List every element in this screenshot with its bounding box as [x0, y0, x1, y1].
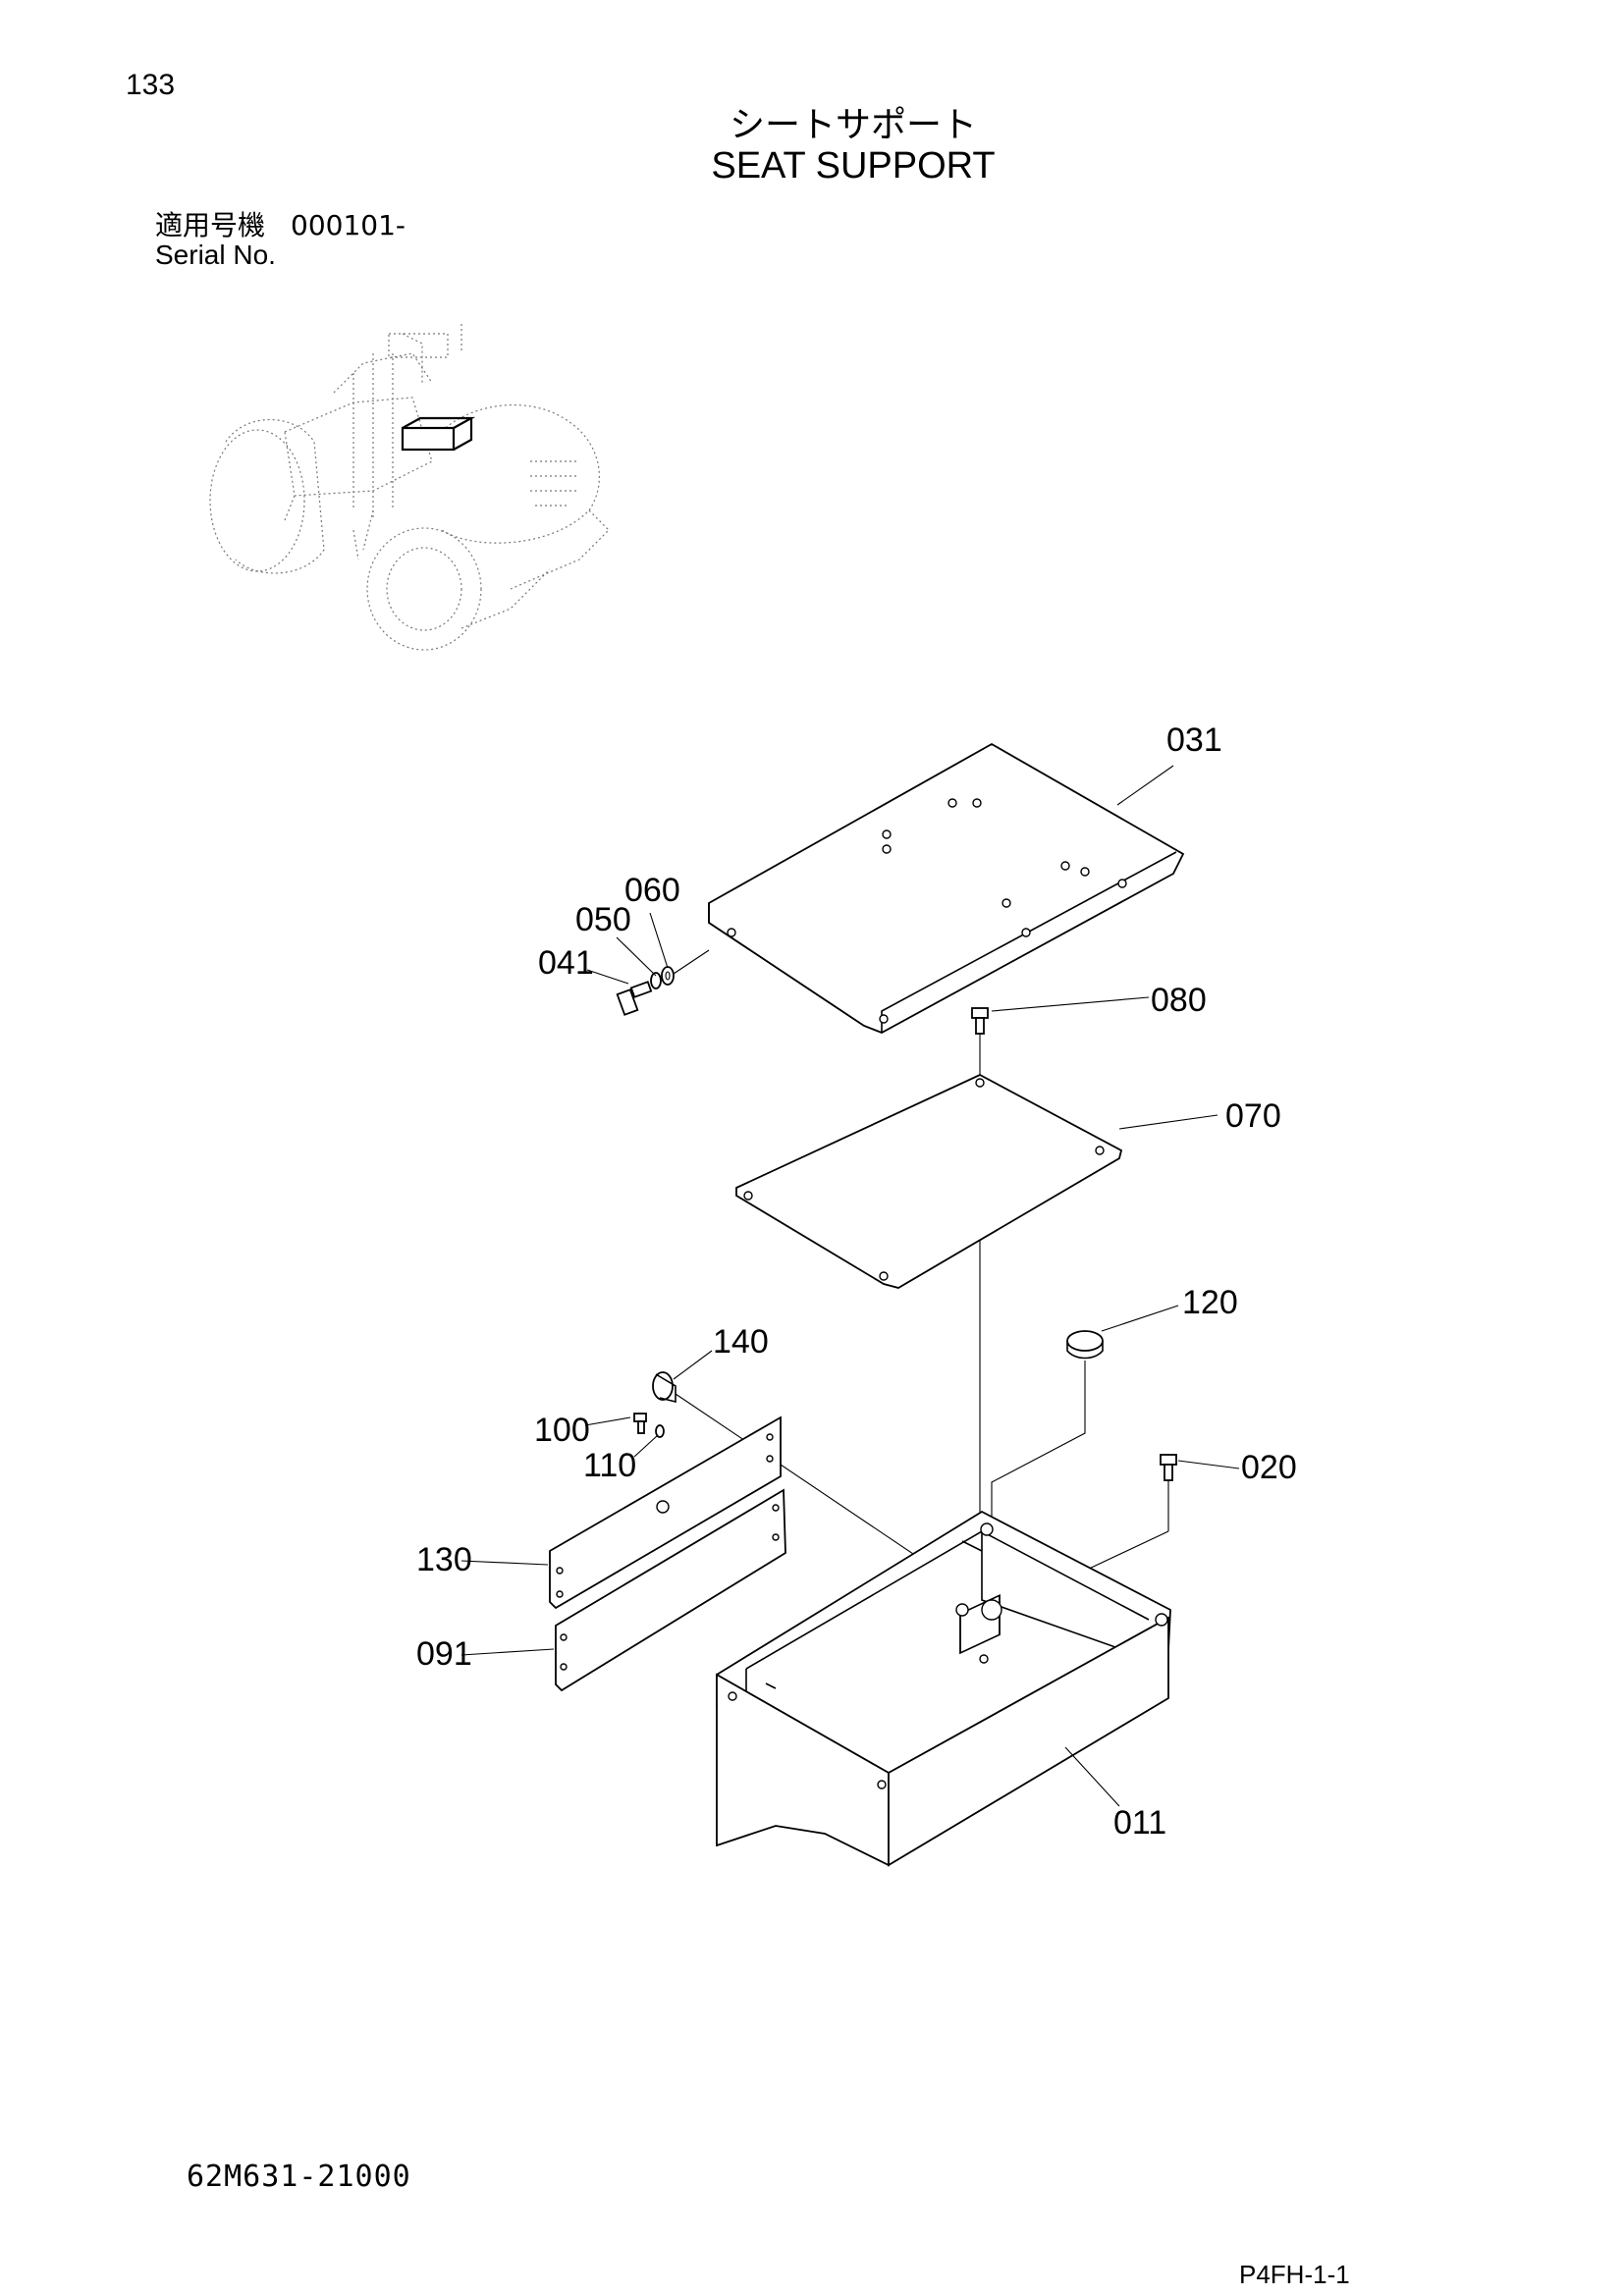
- part-091-panel: [555, 1488, 786, 1692]
- page-number: 133: [126, 69, 176, 101]
- serial-line-japanese: 適用号機 000101-: [155, 204, 406, 243]
- callout-041: 041: [538, 944, 594, 982]
- part-100-bolt: [633, 1413, 647, 1434]
- callout-110: 110: [583, 1447, 636, 1484]
- part-110-washer: [655, 1424, 665, 1438]
- serial-label-jp: 適用号機: [155, 209, 266, 241]
- title-english: SEAT SUPPORT: [711, 145, 996, 187]
- callout-130: 130: [416, 1541, 472, 1578]
- callout-070: 070: [1225, 1097, 1281, 1135]
- callout-020: 020: [1241, 1449, 1297, 1486]
- callout-140: 140: [713, 1323, 769, 1361]
- drawing-code: 62M631-21000: [187, 2160, 411, 2194]
- part-031-seat-plate: [708, 742, 1185, 1034]
- serial-label-english: Serial No.: [155, 240, 276, 270]
- serial-value: 000101-: [291, 209, 406, 241]
- leader-lines: [460, 765, 1240, 1656]
- callout-091: 091: [416, 1635, 472, 1673]
- callout-120: 120: [1182, 1284, 1238, 1321]
- bolt-washer-set-041: [616, 949, 710, 1016]
- callout-080: 080: [1151, 982, 1207, 1019]
- callout-031: 031: [1166, 721, 1222, 759]
- machine-locator-illustration: [209, 324, 610, 651]
- seat-support-highlight: [401, 426, 456, 452]
- title-japanese: シートサポート: [729, 105, 977, 145]
- callout-060: 060: [624, 872, 680, 909]
- page-code: P4FH-1-1: [1239, 2260, 1350, 2289]
- callout-011: 011: [1113, 1804, 1166, 1842]
- callout-050: 050: [575, 901, 631, 938]
- callout-100: 100: [534, 1412, 590, 1449]
- part-130-panel: [549, 1415, 782, 1610]
- part-011-support-box: [716, 1510, 1171, 1867]
- part-070-mat: [735, 1073, 1123, 1289]
